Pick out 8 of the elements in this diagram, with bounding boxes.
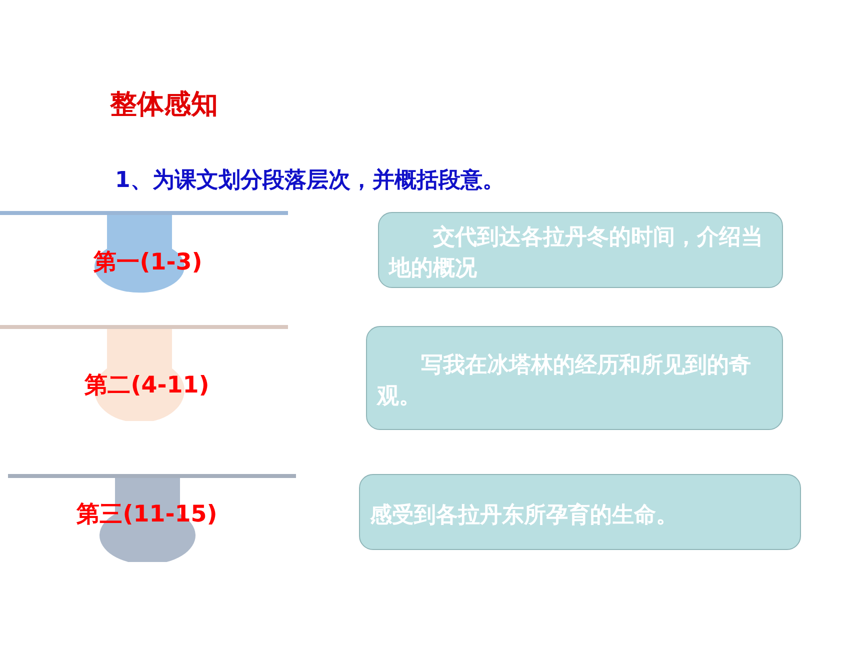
summary-box: 感受到各拉丹东所孕育的生命。 [359, 474, 801, 550]
section-label: 第二(4-11) [84, 372, 210, 400]
heading: 整体感知 [110, 88, 218, 122]
section-label: 第三(11-15) [76, 500, 218, 530]
section-label: 第一(1-3) [94, 248, 202, 278]
summary-box: 写我在冰塔林的经历和所见到的奇观。 [366, 326, 783, 430]
summary-box: 交代到达各拉丹冬的时间，介绍当地的概况 [378, 212, 783, 288]
instruction-text: 1、为课文划分段落层次，并概括段意。 [115, 167, 504, 195]
